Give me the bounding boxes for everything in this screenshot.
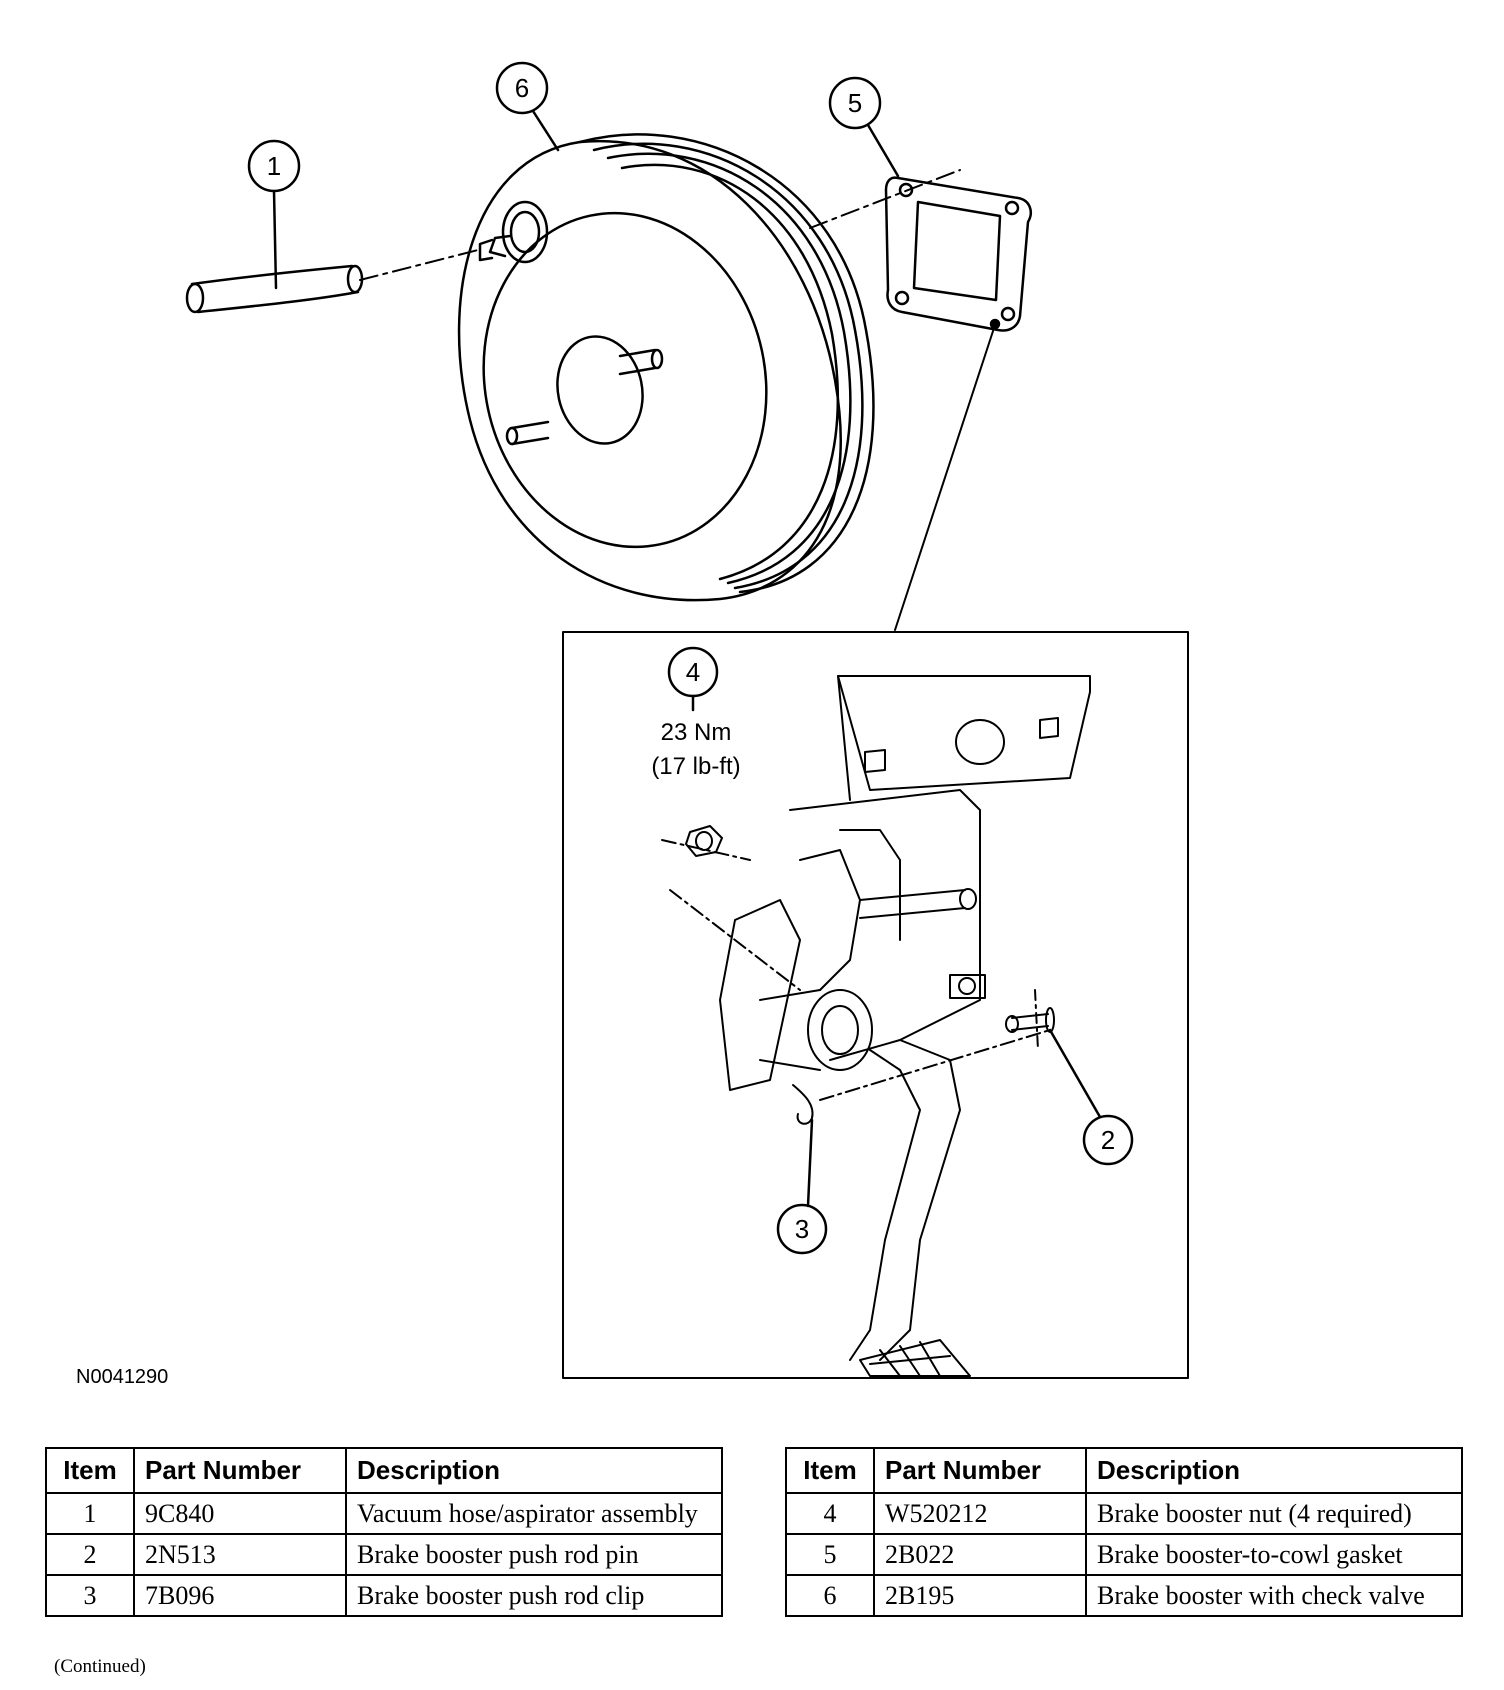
header-description: Description [345, 1447, 723, 1494]
callout-6-label: 6 [515, 73, 529, 103]
callout-3 [776, 1118, 828, 1255]
torque-spec-nm: 23 Nm [661, 719, 732, 746]
table-row: 2 2N513 Brake booster push rod pin [45, 1533, 723, 1576]
description-cell: Brake booster nut (4 required) [1085, 1492, 1463, 1535]
figure-id: N0041290 [76, 1366, 169, 1388]
callout-2 [1048, 1028, 1134, 1166]
table-row: 5 2B022 Brake booster-to-cowl gasket [785, 1533, 1463, 1576]
part-number-cell: 2B195 [873, 1574, 1087, 1617]
callout-1 [247, 139, 301, 290]
callout-4-label: 4 [686, 657, 700, 687]
item-cell: 5 [785, 1533, 875, 1576]
callout-5 [828, 76, 900, 178]
callout-5-label: 5 [848, 88, 862, 118]
table-header-row: Item Part Number Description [45, 1447, 723, 1494]
header-description: Description [1085, 1447, 1463, 1494]
part-number-cell: 7B096 [133, 1574, 347, 1617]
brake-booster-drawing [457, 133, 875, 602]
item-cell: 3 [45, 1574, 135, 1617]
item-cell: 2 [45, 1533, 135, 1576]
header-item: Item [45, 1447, 135, 1494]
exploded-view-diagram: 6 1 5 4 2 3 23 Nm (17 lb-ft) [185, 61, 1189, 1379]
callout-6 [495, 61, 560, 152]
parts-table-left: Item Part Number Description 1 9C840 Vac… [45, 1447, 723, 1617]
part-number-cell: 2B022 [873, 1533, 1087, 1576]
table-row: 4 W520212 Brake booster nut (4 required) [785, 1492, 1463, 1535]
part-number-cell: 9C840 [133, 1492, 347, 1535]
description-cell: Brake booster with check valve [1085, 1574, 1463, 1617]
header-item: Item [785, 1447, 875, 1494]
continued-note: (Continued) [54, 1656, 146, 1677]
inset-frame [562, 631, 1189, 1379]
description-cell: Brake booster push rod pin [345, 1533, 723, 1576]
callout-4 [667, 646, 719, 712]
callout-3-label: 3 [795, 1214, 809, 1244]
item-cell: 6 [785, 1574, 875, 1617]
table-row: 3 7B096 Brake booster push rod clip [45, 1574, 723, 1617]
description-cell: Vacuum hose/aspirator assembly [345, 1492, 723, 1535]
description-cell: Brake booster push rod clip [345, 1574, 723, 1617]
part-number-cell: 2N513 [133, 1533, 347, 1576]
item-cell: 4 [785, 1492, 875, 1535]
description-cell: Brake booster-to-cowl gasket [1085, 1533, 1463, 1576]
parts-table-right: Item Part Number Description 4 W520212 B… [785, 1447, 1463, 1617]
gasket-drawing [884, 176, 1032, 332]
header-part-number: Part Number [873, 1447, 1087, 1494]
callout-2-label: 2 [1101, 1125, 1115, 1155]
part-number-cell: W520212 [873, 1492, 1087, 1535]
pedal-bracket-drawing [661, 675, 1091, 1377]
callout-1-label: 1 [267, 151, 281, 181]
table-row: 1 9C840 Vacuum hose/aspirator assembly [45, 1492, 723, 1535]
table-header-row: Item Part Number Description [785, 1447, 1463, 1494]
header-part-number: Part Number [133, 1447, 347, 1494]
table-row: 6 2B195 Brake booster with check valve [785, 1574, 1463, 1617]
torque-spec-lbft: (17 lb-ft) [651, 753, 740, 780]
item-cell: 1 [45, 1492, 135, 1535]
